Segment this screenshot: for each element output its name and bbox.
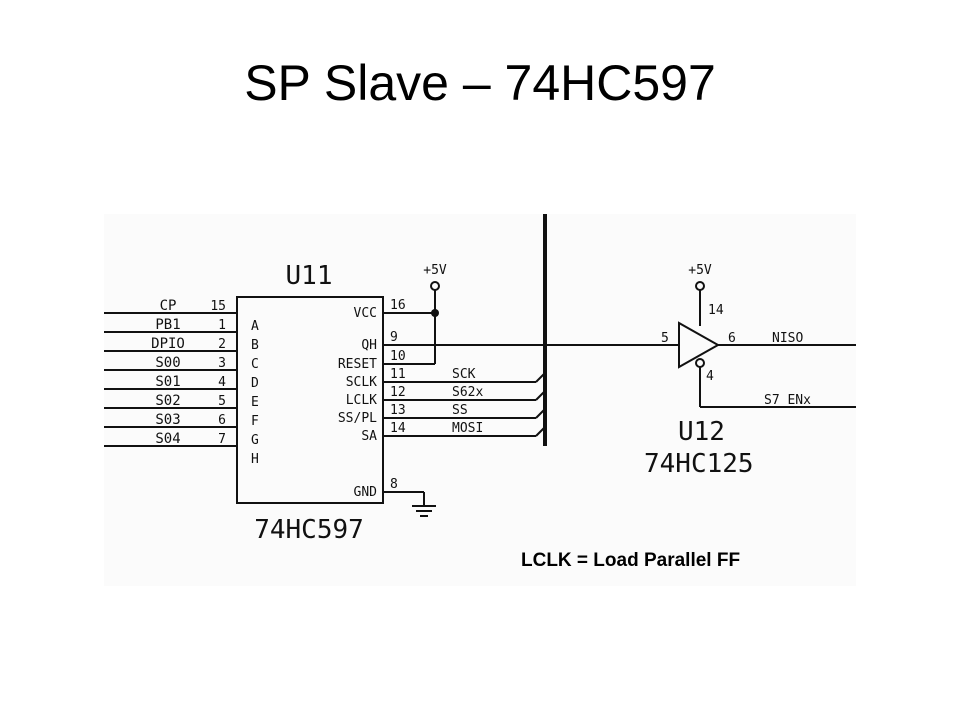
u11-right-pin-name: QH xyxy=(361,338,377,353)
u11-left-pin-number: 6 xyxy=(218,413,226,428)
u11-right-net-label: SS xyxy=(452,403,468,418)
u11-left-net-label: S04 xyxy=(155,431,180,447)
u11-right-pin-name: SA xyxy=(361,429,377,444)
u12-power-terminal xyxy=(695,281,705,291)
u11-right-pin-name: VCC xyxy=(354,306,377,321)
u11-left-pin-name: A xyxy=(251,319,259,334)
u11-right-net-label: S62x xyxy=(452,385,483,400)
u11-left-pin-number: 2 xyxy=(218,337,226,352)
u11-left-net-label: PB1 xyxy=(155,317,180,333)
u12-part-label: 74HC125 xyxy=(644,449,754,479)
u11-right-net-label: SCK xyxy=(452,367,476,382)
u11-left-pin-name: G xyxy=(251,433,259,448)
u12-oe-bubble xyxy=(695,358,705,368)
u11-right-pin-number: 14 xyxy=(390,421,406,436)
u11-left-pin-number: 3 xyxy=(218,356,226,371)
u11-vcc-junction xyxy=(431,309,439,317)
u11-left-net-label: CP xyxy=(160,298,177,314)
u11-right-pin-name: GND xyxy=(354,485,378,500)
u11-left-net-label: S00 xyxy=(155,355,180,371)
u11-right-pin-name: SCLK xyxy=(346,375,377,390)
u11-left-pin-number: 15 xyxy=(210,299,226,314)
u11-part-label: 74HC597 xyxy=(254,515,364,545)
u11-right-pin-number: 13 xyxy=(390,403,406,418)
u11-right-pin-name: RESET xyxy=(338,357,377,372)
u11-left-pin-name: B xyxy=(251,338,259,353)
u11-right-pin-name: SS/PL xyxy=(338,411,377,426)
u11-right-pin-number: 10 xyxy=(390,349,406,364)
u11-ref-label: U11 xyxy=(286,261,333,291)
lclk-note: LCLK = Load Parallel FF xyxy=(521,550,741,571)
u11-right-net-label: MOSI xyxy=(452,421,483,436)
schematic-diagram: U11 74HC597 CP 15A PB1 1B DPIO 2C S00 3D S01 4E S0… xyxy=(104,214,856,545)
u11-right-pin-name: LCLK xyxy=(346,393,377,408)
u11-left-pins: CP 15A PB1 1B DPIO 2C S00 3D S01 4E S02 5F S03 6G S04 7… xyxy=(104,298,259,467)
u11-right-pin-number: 8 xyxy=(390,477,398,492)
u12-out-net-label: NISO xyxy=(772,331,803,346)
u11-left-pin-name: E xyxy=(251,395,259,410)
u12-out-pin-number: 6 xyxy=(728,331,736,346)
u11-left-pin-name: F xyxy=(251,414,259,429)
u11-left-pin-name: D xyxy=(251,376,259,391)
u11-left-net-label: S03 xyxy=(155,412,180,428)
u11-left-pin-number: 5 xyxy=(218,394,226,409)
u11-power-terminal xyxy=(430,281,440,291)
u11-left-net-label: S02 xyxy=(155,393,180,409)
u12-oe-net-label: S7_ENx xyxy=(764,393,811,408)
u11-power-label: +5V xyxy=(423,263,447,278)
u11-left-pin-number: 1 xyxy=(218,318,226,333)
u12-vcc-pin-number: 14 xyxy=(708,303,724,318)
u11-right-pin-number: 9 xyxy=(390,330,398,345)
u12-in-pin-number: 5 xyxy=(661,331,669,346)
u11-right-pin-number: 12 xyxy=(390,385,406,400)
u11-left-pin-name: H xyxy=(251,452,259,467)
u11-left-net-label: DPIO xyxy=(151,336,185,352)
u12-power-label: +5V xyxy=(688,263,712,278)
u12-ref-label: U12 xyxy=(678,417,725,447)
u11-left-pin-number: 4 xyxy=(218,375,226,390)
u11-left-net-label: S01 xyxy=(155,374,180,390)
u12-oe-pin-number: 4 xyxy=(706,369,714,384)
u11-left-pin-number: 7 xyxy=(218,432,226,447)
u11-right-pin-number: 16 xyxy=(390,298,406,313)
u11-left-pin-name: C xyxy=(251,357,259,372)
u11-right-pin-number: 11 xyxy=(390,367,406,382)
u12-buffer-symbol xyxy=(678,321,721,369)
slide-title: SP Slave – 74HC597 xyxy=(244,55,716,111)
